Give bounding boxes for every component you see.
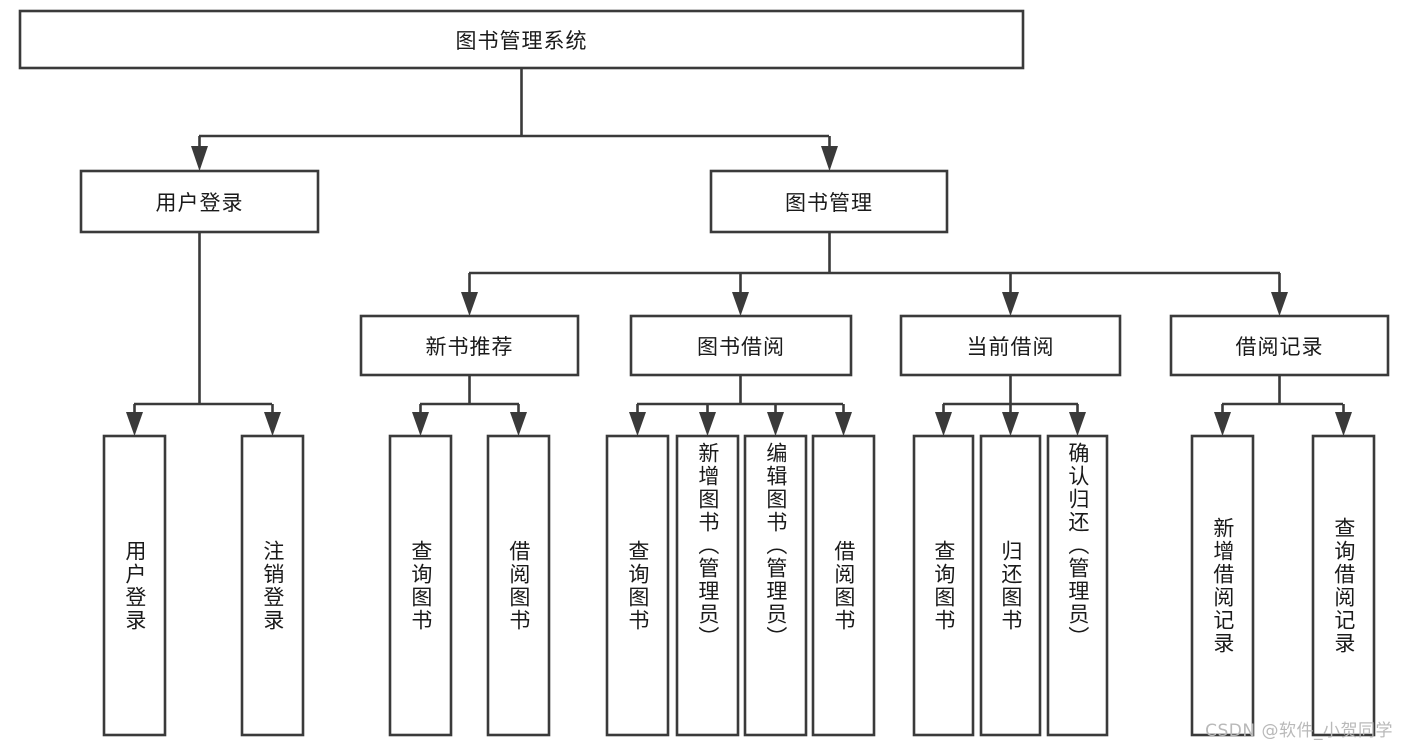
- current-borrow-box[interactable]: [899, 314, 1122, 377]
- new-book-rec-box[interactable]: [359, 314, 580, 377]
- arrowhead-leaf-borrow-book-bb: [835, 412, 852, 436]
- node-new-book-rec[interactable]: [359, 314, 580, 377]
- node-leaf-query-record[interactable]: [1311, 434, 1376, 737]
- arrowhead-leaf-query-book-rec: [412, 412, 429, 436]
- arrowhead-leaf-borrow-book-rec: [510, 412, 527, 436]
- arrowhead-book-borrow: [732, 292, 749, 316]
- node-root[interactable]: [18, 9, 1025, 70]
- arrowhead-current-borrow: [1002, 292, 1019, 316]
- node-leaf-return-book[interactable]: [979, 434, 1042, 737]
- leaf-return-book-box[interactable]: [979, 434, 1042, 737]
- arrowhead-leaf-add-book: [699, 412, 716, 436]
- book-manage-box[interactable]: [709, 169, 949, 234]
- node-leaf-logout[interactable]: [240, 434, 305, 737]
- user-login-box[interactable]: [79, 169, 320, 234]
- leaf-borrow-book-bb-box[interactable]: [811, 434, 876, 737]
- node-book-manage[interactable]: [709, 169, 949, 234]
- node-leaf-add-record[interactable]: [1190, 434, 1255, 737]
- node-leaf-query-book-cb[interactable]: [912, 434, 975, 737]
- edge-group-borrow-record: [1214, 375, 1352, 436]
- node-leaf-confirm-return[interactable]: [1046, 434, 1109, 737]
- root-box[interactable]: [18, 9, 1025, 70]
- node-user-login[interactable]: [79, 169, 320, 234]
- arrowhead-leaf-logout: [264, 412, 281, 436]
- arrowhead-new-book-rec: [461, 292, 478, 316]
- edge-group-user-login: [126, 232, 281, 436]
- arrowhead-borrow-record: [1271, 292, 1288, 316]
- edge-group-book-manage: [461, 232, 1288, 316]
- node-leaf-add-book[interactable]: [675, 434, 740, 737]
- node-book-borrow[interactable]: [629, 314, 853, 377]
- leaf-query-book-cb-box[interactable]: [912, 434, 975, 737]
- arrowhead-leaf-user-login: [126, 412, 143, 436]
- arrowhead-leaf-query-book-bb: [629, 412, 646, 436]
- leaf-query-book-bb-box[interactable]: [605, 434, 670, 737]
- arrowhead-leaf-confirm-return: [1069, 412, 1086, 436]
- leaf-user-login-box[interactable]: [102, 434, 167, 737]
- node-leaf-borrow-book-bb[interactable]: [811, 434, 876, 737]
- edge-group-book-borrow: [629, 375, 852, 436]
- node-leaf-user-login[interactable]: [102, 434, 167, 737]
- leaf-logout-box[interactable]: [240, 434, 305, 737]
- arrowhead-bookmanage: [821, 146, 838, 171]
- book-borrow-box[interactable]: [629, 314, 853, 377]
- edge-group-current-borrow: [935, 375, 1086, 436]
- arrowhead-leaf-add-record: [1214, 412, 1231, 436]
- node-leaf-borrow-book-rec[interactable]: [486, 434, 551, 737]
- arrowhead-leaf-query-book-cb: [935, 412, 952, 436]
- leaf-add-record-box[interactable]: [1190, 434, 1255, 737]
- node-borrow-record[interactable]: [1169, 314, 1390, 377]
- edge-group-new-book-rec: [412, 375, 527, 436]
- leaf-query-book-rec-box[interactable]: [388, 434, 453, 737]
- leaf-edit-book-box[interactable]: [743, 434, 808, 737]
- arrowhead-leaf-edit-book: [767, 412, 784, 436]
- arrowhead-userlogin: [191, 146, 208, 171]
- leaf-borrow-book-rec-box[interactable]: [486, 434, 551, 737]
- node-current-borrow[interactable]: [899, 314, 1122, 377]
- node-leaf-edit-book[interactable]: [743, 434, 808, 737]
- node-leaf-query-book-bb[interactable]: [605, 434, 670, 737]
- leaf-query-record-box[interactable]: [1311, 434, 1376, 737]
- arrowhead-leaf-return-book: [1002, 412, 1019, 436]
- edge-group-root: [191, 68, 838, 171]
- leaf-add-book-box[interactable]: [675, 434, 740, 737]
- node-leaf-query-book-rec[interactable]: [388, 434, 453, 737]
- arrowhead-leaf-query-record: [1335, 412, 1352, 436]
- borrow-record-box[interactable]: [1169, 314, 1390, 377]
- leaf-confirm-return-box[interactable]: [1046, 434, 1109, 737]
